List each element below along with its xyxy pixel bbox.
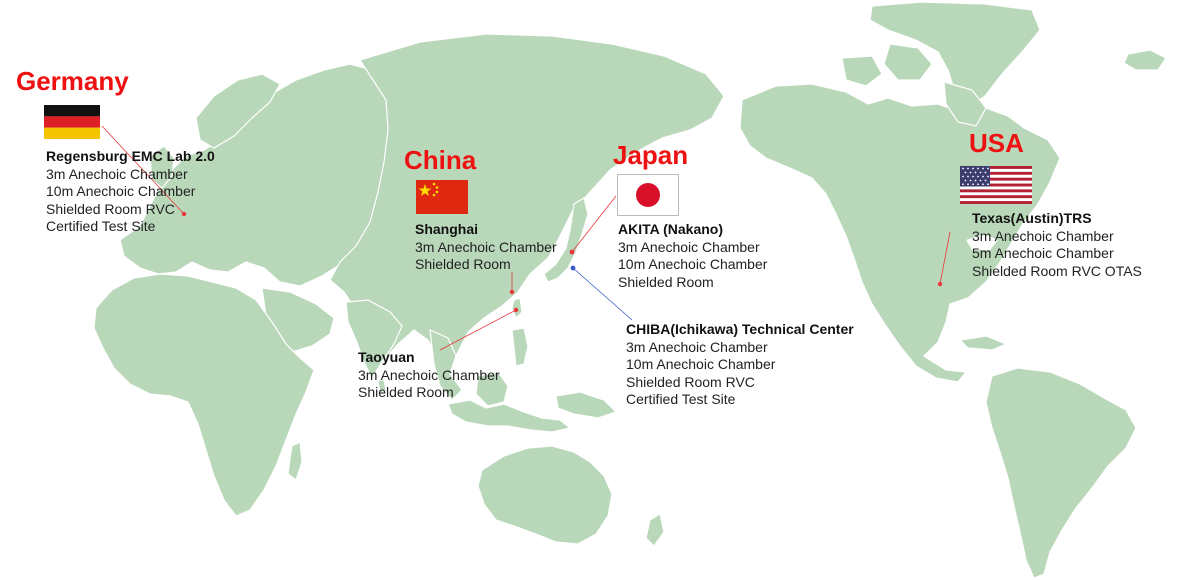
new-guinea-landmass [555, 391, 618, 419]
south-america-landmass [985, 367, 1137, 579]
usa-title: USA [969, 128, 1024, 158]
chiba-marker [570, 265, 576, 271]
leader-lines [101, 125, 951, 351]
usa-leader-line [939, 231, 951, 285]
site-name: Regensburg EMC Lab 2.0 [46, 148, 215, 164]
north-america-landmass [739, 83, 1061, 383]
site-name: AKITA (Nakano) [618, 221, 723, 237]
facility: 3m Anechoic Chamber [46, 165, 188, 182]
australia-landmass [477, 445, 613, 545]
taiwan-landmass [511, 297, 523, 320]
site-chiba: CHIBA(Ichikawa) Technical Center 3m Anec… [626, 321, 854, 409]
austin-marker [937, 281, 943, 287]
site-austin: Texas(Austin)TRS 3m Anechoic Chamber 5m … [972, 210, 1142, 280]
site-taoyuan: Taoyuan 3m Anechoic Chamber Shielded Roo… [358, 349, 500, 402]
akita-leader-line [571, 195, 617, 253]
regensburg-marker [181, 211, 187, 217]
chiba-leader-line [572, 267, 633, 321]
taoyuan-marker [513, 307, 519, 313]
facility: Shielded Room RVC [626, 373, 755, 390]
site-markers [181, 211, 943, 313]
flag-japan-icon [617, 174, 679, 216]
facility: Certified Test Site [46, 218, 156, 234]
facility: Shielded Room [618, 273, 714, 290]
germany-title: Germany [16, 66, 129, 96]
great-lakes [966, 234, 998, 250]
facility: 3m Anechoic Chamber [972, 227, 1114, 244]
facility: Shielded Room [415, 256, 511, 272]
japan-title: Japan [613, 140, 689, 170]
baffin-island-landmass [943, 81, 987, 127]
facility: Shielded Room RVC [46, 200, 175, 217]
facility: 3m Anechoic Chamber [358, 366, 500, 383]
arctic-islands-west-landmass [841, 55, 883, 87]
facility: 3m Anechoic Chamber [618, 238, 760, 255]
flag-usa-icon [960, 166, 1032, 204]
germany-leader-line [101, 125, 185, 215]
site-name: Taoyuan [358, 349, 415, 365]
china-title: China [404, 145, 477, 175]
akita-marker [569, 249, 575, 255]
iceland-landmass [1123, 49, 1167, 71]
indonesia-landmass [447, 399, 572, 433]
africa-landmass [93, 273, 315, 517]
flag-china-icon [416, 180, 468, 214]
flag-germany-icon [44, 105, 100, 139]
cuba-landmass [958, 335, 1008, 351]
site-akita: AKITA (Nakano) 3m Anechoic Chamber 10m A… [618, 221, 767, 291]
site-shanghai: Shanghai 3m Anechoic Chamber Shielded Ro… [415, 221, 557, 274]
scandinavia-landmass [195, 73, 281, 149]
borneo-landmass [475, 371, 509, 407]
india-landmass [345, 299, 403, 380]
site-name: CHIBA(Ichikawa) Technical Center [626, 321, 854, 337]
japan-landmass [543, 197, 589, 283]
taoyuan-leader-line [439, 309, 517, 351]
sri-lanka-landmass [377, 379, 387, 396]
asia-landmass [329, 33, 725, 372]
facility: 3m Anechoic Chamber [415, 238, 557, 255]
facility: Certified Test Site [626, 391, 736, 407]
facility: 10m Anechoic Chamber [626, 356, 776, 372]
facility: 5m Anechoic Chamber [972, 245, 1114, 261]
philippines-landmass [511, 327, 529, 367]
site-name: Shanghai [415, 221, 479, 237]
facility: 10m Anechoic Chamber [46, 183, 196, 199]
shanghai-marker [509, 289, 515, 295]
facility: Shielded Room [358, 384, 454, 400]
site-name: Texas(Austin)TRS [972, 210, 1092, 226]
facility: 3m Anechoic Chamber [626, 338, 768, 355]
madagascar-landmass [287, 441, 303, 481]
landmasses [93, 1, 1167, 579]
new-zealand-landmass [645, 513, 665, 547]
arctic-islands-landmass [883, 43, 933, 81]
site-regensburg: Regensburg EMC Lab 2.0 3m Anechoic Chamb… [46, 148, 215, 236]
facility: 10m Anechoic Chamber [618, 256, 768, 272]
facility: Shielded Room RVC OTAS [972, 262, 1142, 279]
